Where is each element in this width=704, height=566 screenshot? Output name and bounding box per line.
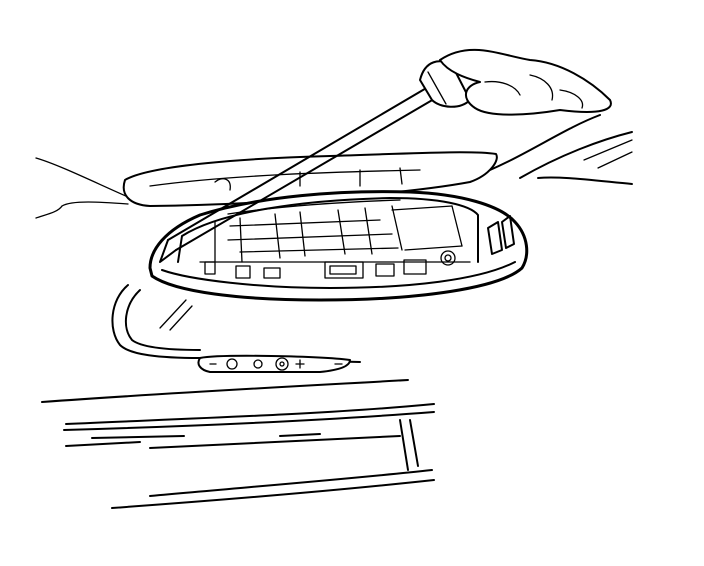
hand	[439, 48, 612, 116]
mirror-glass	[111, 284, 361, 373]
windshield-edge-left	[35, 157, 136, 219]
windshield-edge-right	[469, 114, 633, 185]
mirror-mounting-bezel	[122, 151, 498, 207]
mirror-housing	[148, 190, 529, 302]
dashboard-frame	[41, 379, 435, 509]
screwdriver-tool	[159, 60, 471, 263]
